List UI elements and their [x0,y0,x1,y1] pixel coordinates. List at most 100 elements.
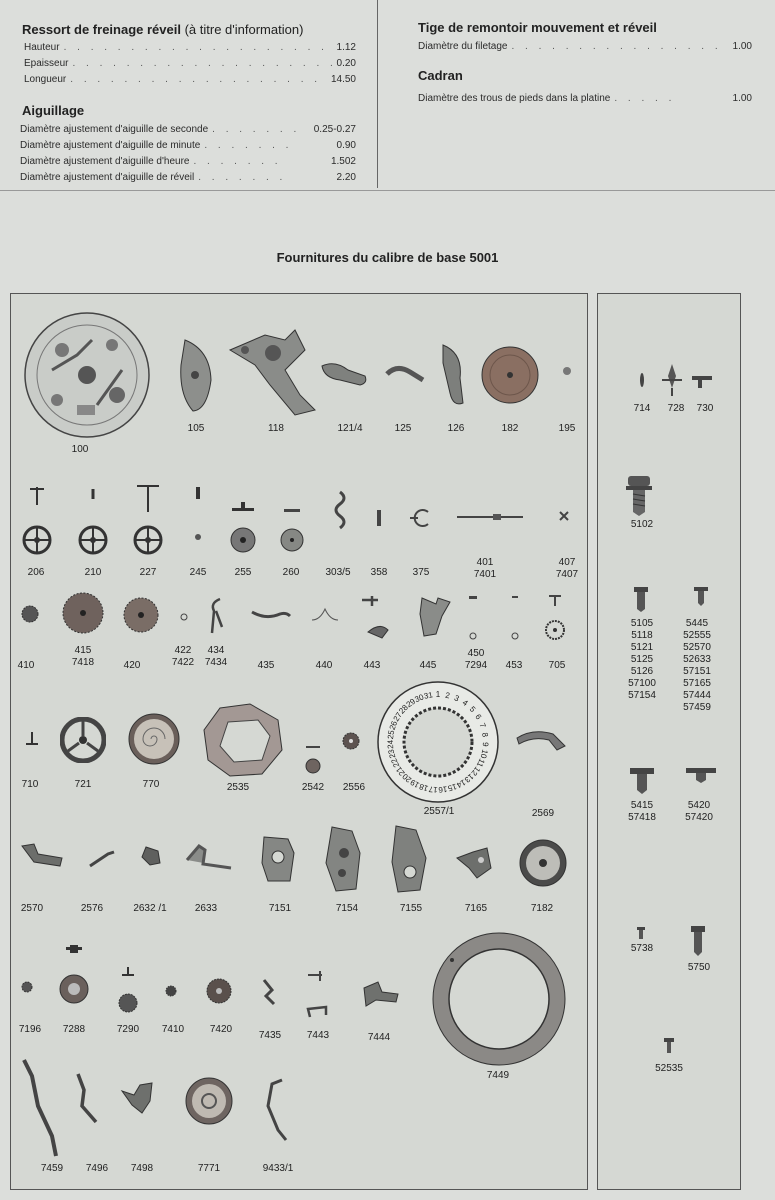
cadran-row: Diamètre des trous de pieds dans la plat… [418,93,752,104]
lever-image [513,726,569,752]
part-label: 440 [315,660,333,671]
wheel-image [133,482,163,560]
screw-image [624,474,654,518]
dial-digit: 1 [436,690,441,699]
part-label: 2570 [20,903,44,914]
part-label: 7449 [486,1070,510,1081]
wheel-image [341,731,361,751]
wheel-image [116,965,140,1015]
screw-image [635,925,647,941]
dial-digit: 25 [386,729,396,740]
spring-image [258,1076,288,1144]
jewel-image [20,980,34,994]
part-label: 7290 [116,1024,140,1035]
part-label: 227 [139,567,157,578]
cadran-title: Cadran [418,68,463,83]
dial-digit: 18 [418,782,430,793]
side-label: 52535 [655,1063,683,1074]
wheel-image [60,717,106,763]
part-label: 9433/1 [262,1163,294,1174]
lever-image [453,844,493,882]
gear-image [20,604,40,624]
dial-digit: 23 [386,748,397,759]
part-label: 7196 [18,1024,42,1035]
ring-plate-image [430,930,568,1068]
lever-image [88,848,116,870]
lever-image [385,364,425,384]
part-label: 721 [74,779,92,790]
part-image [558,510,570,522]
wheel-image [543,592,567,642]
pin-image [636,362,716,398]
part-label: 7288 [62,1024,86,1035]
part-label: 2556 [342,782,366,793]
part-label: 2557/1 [423,806,455,817]
dial-digit: 24 [386,739,395,749]
screw-image [628,766,656,796]
dial-digit: 15 [446,782,458,793]
side-label: 714 [633,403,651,414]
part-label: 260 [282,567,300,578]
ring-image [179,612,189,622]
dial-digit: 10 [478,748,489,759]
gear-image [164,984,178,998]
side-label: 5738 [630,943,654,954]
lever-image [360,978,402,1008]
part-label: 410 [17,660,35,671]
plate-image [200,700,285,780]
part-label: 7771 [197,1163,221,1174]
dial-digit: 3 [453,693,461,703]
spec-divider [377,0,378,188]
lever-image [360,592,390,642]
dial-digit: 4 [461,698,470,708]
dial-digit: 8 [480,732,490,738]
aiguillage-row: Diamètre ajustement d'aiguille de second… [20,124,356,135]
gear-image [62,592,104,634]
part-label: 100 [71,444,89,455]
part-label: 710 [21,779,39,790]
ressort-row: Hauteur. . . . . . . . . . . . . . . . .… [24,42,356,53]
part-label: 2535 [226,782,250,793]
barrel-image [184,1076,234,1126]
part-label: 245 [189,567,207,578]
balance-wheel-image [480,345,540,405]
jewel-image [561,365,573,377]
ressort-row: Epaisseur. . . . . . . . . . . . . . . .… [24,58,356,69]
lever-image [118,1077,156,1117]
part-label: 125 [394,423,412,434]
part-label: 445 [419,660,437,671]
part-label: 705 [548,660,566,671]
part-label: 7154 [335,903,359,914]
part-label: 255 [234,567,252,578]
screw-image [684,766,718,784]
spring-image [258,978,278,1006]
side-label: 728 [667,403,685,414]
part-label: 7410 [161,1024,185,1035]
part-label: 210 [84,567,102,578]
dial-digit: 22 [389,756,401,768]
part-label: 7420 [209,1024,233,1035]
section-title: Fournitures du calibre de base 5001 [276,250,499,265]
dial-digit: 6 [473,713,483,722]
part-label: 182 [501,423,519,434]
bridge-image [322,823,364,895]
part-label: 7182 [530,903,554,914]
part-label: 2542 [301,782,325,793]
lever-image [138,843,164,869]
dial-digit: 31 [423,690,434,701]
part-label: 7498 [130,1163,154,1174]
screw-image [692,585,710,607]
wheel-image [278,505,306,555]
part-label: 126 [447,423,465,434]
lever-image [183,840,233,874]
pin-image [466,594,480,642]
mainplate-image [22,310,152,440]
pinion-image [190,485,206,545]
